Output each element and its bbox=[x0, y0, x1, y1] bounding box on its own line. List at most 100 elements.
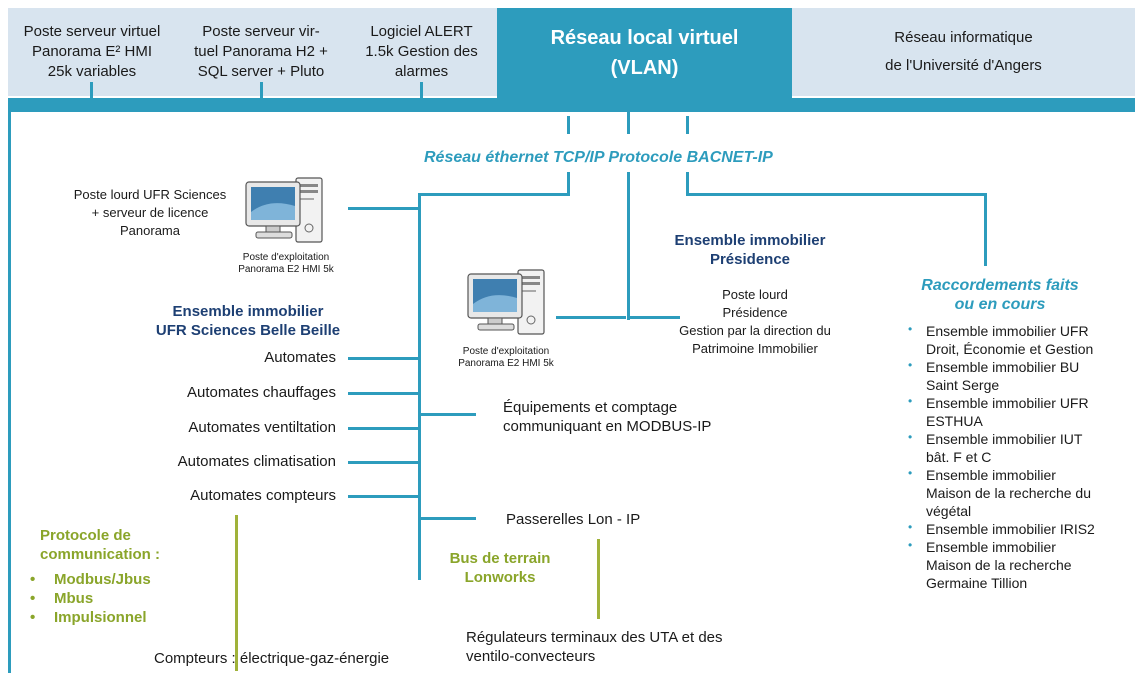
raccordement-item: • Ensemble immobilier IRIS2 bbox=[908, 520, 1095, 537]
label-line: Poste lourd UFR Sciences bbox=[73, 187, 227, 202]
label-line: Patrimoine Immobilier bbox=[692, 341, 818, 356]
left-border-line bbox=[8, 112, 11, 673]
computer-workstation-icon bbox=[467, 269, 545, 335]
connector bbox=[420, 82, 423, 98]
label-line: Panorama E2 HMI 5k bbox=[238, 264, 334, 275]
compteurs-label: Compteurs : électrique-gaz-énergie bbox=[154, 650, 390, 667]
presidence-poste-exploit-label: Poste d'exploitation Panorama E2 HMI 5k bbox=[456, 346, 556, 370]
vlan-bus-bar bbox=[8, 98, 1135, 112]
raccordements-title: Raccordements faits ou en cours bbox=[900, 276, 1100, 314]
ufr-title: Ensemble immobilier UFR Sciences Belle B… bbox=[128, 302, 368, 340]
ufr-automates-item: Automates chauffages bbox=[187, 384, 336, 401]
connector bbox=[90, 82, 93, 98]
server-box-panorama-e2: Poste serveur virtuel Panorama E² HMI 25… bbox=[8, 8, 176, 96]
university-network-line: de l'Université d'Angers bbox=[885, 57, 1042, 74]
ufr-title-line: UFR Sciences Belle Beille bbox=[155, 322, 341, 339]
server-box-panorama-h2: Poste serveur vir- tuel Panorama H2 + SQ… bbox=[176, 8, 346, 96]
presidence-title-line: Ensemble immobilier bbox=[674, 232, 826, 249]
connector bbox=[418, 193, 570, 196]
connector bbox=[686, 116, 689, 134]
server-box-line: Panorama E² HMI bbox=[31, 43, 153, 60]
label-line: Panorama bbox=[120, 223, 180, 238]
label-line: ventilo-convecteurs bbox=[466, 648, 596, 665]
server-box-line: Poste serveur vir- bbox=[202, 23, 320, 40]
label-line: Poste d'exploitation bbox=[462, 346, 550, 357]
vlan-box: Réseau local virtuel (VLAN) bbox=[497, 8, 792, 98]
protocole-list: •Modbus/Jbus •Mbus •Impulsionnel bbox=[26, 570, 151, 627]
server-box-line: 25k variables bbox=[47, 63, 137, 80]
label-line: Présidence bbox=[722, 305, 788, 320]
ufr-automates-item: Automates ventiltation bbox=[188, 419, 336, 436]
ufr-automates-item: Automates compteurs bbox=[190, 487, 336, 504]
connector bbox=[686, 193, 986, 196]
connector bbox=[567, 116, 570, 134]
label-line: Gestion par la direction du bbox=[679, 323, 831, 338]
protocole-item: •Modbus/Jbus bbox=[30, 571, 151, 588]
connector bbox=[348, 461, 418, 464]
connector bbox=[418, 413, 476, 416]
connector bbox=[556, 316, 626, 319]
regulateurs-label: Régulateurs terminaux des UTA et des ven… bbox=[466, 628, 723, 666]
server-box-alert: Logiciel ALERT 1.5k Gestion des alarmes bbox=[346, 8, 497, 96]
server-box-line: SQL server + Pluto bbox=[197, 63, 325, 80]
server-box-line: Poste serveur virtuel bbox=[23, 23, 161, 40]
protocole-item: •Mbus bbox=[30, 590, 94, 607]
protocole-title-line: communication : bbox=[40, 546, 161, 563]
connector bbox=[348, 495, 418, 498]
ufr-title-line: Ensemble immobilier bbox=[172, 303, 324, 320]
connector bbox=[686, 172, 689, 195]
server-box-line: 1.5k Gestion des bbox=[365, 43, 478, 60]
presidence-vertical-line bbox=[627, 172, 630, 320]
vlan-subtitle: (VLAN) bbox=[610, 57, 679, 79]
label-line: Équipements et comptage bbox=[503, 399, 678, 416]
presidence-poste-lourd-label: Poste lourd Présidence Gestion par la di… bbox=[670, 286, 840, 358]
connector bbox=[348, 427, 418, 430]
label-line: communiquant en MODBUS-IP bbox=[503, 418, 712, 435]
green-connector bbox=[597, 539, 600, 619]
ufr-automates-item: Automates bbox=[264, 349, 336, 366]
raccordements-line bbox=[984, 193, 987, 266]
label-line: Panorama E2 HMI 5k bbox=[458, 358, 554, 369]
protocole-title-line: Protocole de bbox=[40, 527, 131, 544]
ufr-vertical-line bbox=[418, 193, 421, 580]
ufr-poste-lourd-label: Poste lourd UFR Sciences + serveur de li… bbox=[60, 186, 240, 240]
bus-title-line: Lonworks bbox=[464, 569, 536, 586]
raccordements-title-line: ou en cours bbox=[954, 296, 1046, 313]
bus-terrain-title: Bus de terrain Lonworks bbox=[440, 549, 560, 587]
server-box-line: tuel Panorama H2 + bbox=[194, 43, 328, 60]
connector bbox=[627, 112, 630, 134]
university-network-line: Réseau informatique bbox=[894, 29, 1033, 46]
connector bbox=[348, 392, 418, 395]
connector bbox=[630, 316, 680, 319]
network-title: Réseau éthernet TCP/IP Protocole BACNET-… bbox=[424, 149, 773, 166]
connector bbox=[348, 207, 418, 210]
ufr-poste-exploit-label: Poste d'exploitation Panorama E2 HMI 5k bbox=[236, 252, 336, 276]
bus-title-line: Bus de terrain bbox=[449, 550, 551, 567]
passerelles-label: Passerelles Lon - IP bbox=[506, 511, 641, 528]
vlan-title: Réseau local virtuel bbox=[550, 27, 739, 49]
presidence-title: Ensemble immobilier Présidence bbox=[650, 231, 850, 269]
label-line: Régulateurs terminaux des UTA et des bbox=[466, 629, 723, 646]
connector bbox=[418, 517, 476, 520]
ufr-automates-item: Automates climatisation bbox=[177, 453, 336, 470]
connector bbox=[567, 172, 570, 195]
server-box-line: Logiciel ALERT bbox=[370, 23, 473, 40]
green-connector bbox=[235, 515, 238, 671]
label-line: Poste lourd bbox=[722, 287, 788, 302]
connector bbox=[348, 357, 418, 360]
university-network-box: Réseau informatique de l'Université d'An… bbox=[792, 8, 1135, 96]
server-box-line: alarmes bbox=[394, 63, 449, 80]
protocole-item: •Impulsionnel bbox=[30, 609, 147, 626]
equipements-label: Équipements et comptage communiquant en … bbox=[503, 398, 711, 436]
presidence-title-line: Présidence bbox=[709, 251, 791, 268]
label-line: Poste d'exploitation bbox=[242, 252, 330, 263]
raccordements-title-line: Raccordements faits bbox=[921, 277, 1079, 294]
computer-workstation-icon bbox=[245, 177, 323, 243]
